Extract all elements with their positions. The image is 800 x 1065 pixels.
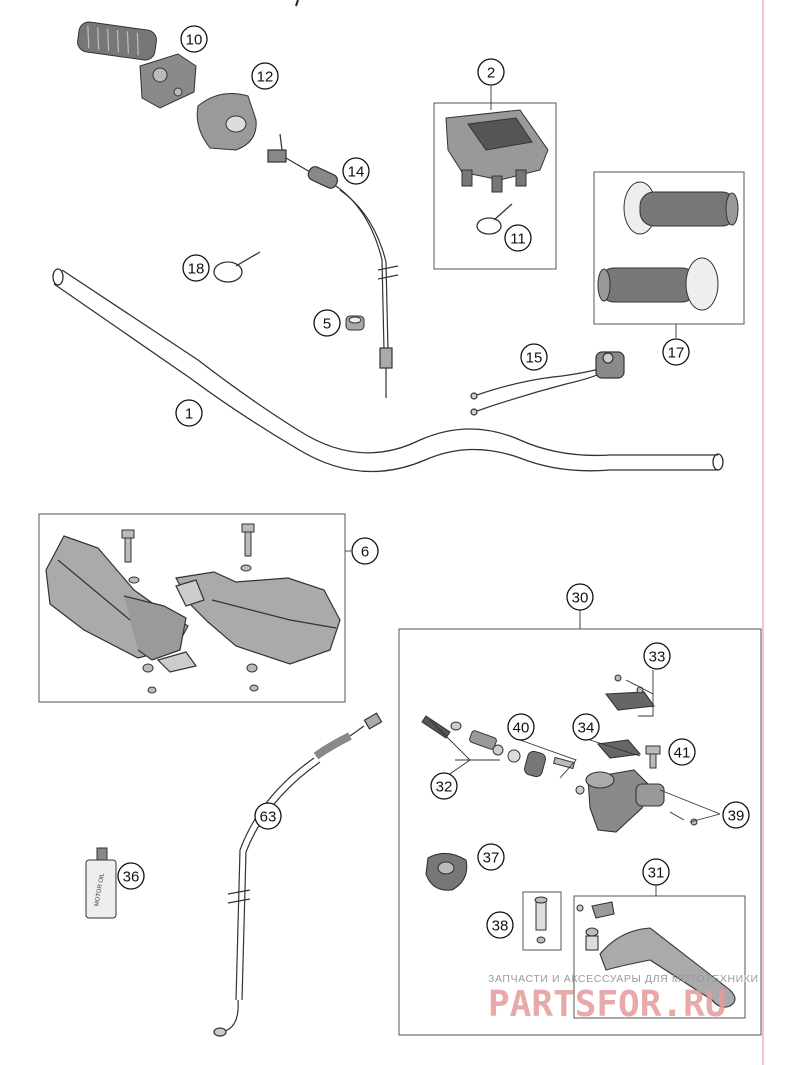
callout-11: 11 <box>504 224 532 252</box>
callout-41: 41 <box>668 738 696 766</box>
throttle-cable <box>267 133 399 398</box>
callout-63: 63 <box>254 802 282 830</box>
callout-39: 39 <box>722 801 750 829</box>
svg-text:12: 12 <box>257 69 274 86</box>
lever-adjuster <box>425 852 468 891</box>
instrument-tie <box>476 203 513 235</box>
callout-5: 5 <box>313 309 341 337</box>
small-screws <box>614 674 698 826</box>
callout-17: 17 <box>662 338 690 366</box>
handguards-box <box>38 513 346 703</box>
svg-text:10: 10 <box>186 32 203 49</box>
handlebar <box>52 268 724 473</box>
throttle-grip <box>77 21 197 109</box>
master-cylinder <box>575 769 665 833</box>
callout-14: 14 <box>342 157 370 185</box>
handguard-right <box>175 571 341 665</box>
svg-text:39: 39 <box>728 808 745 825</box>
watermark-brand: PARTSFOR.RU <box>488 984 726 1025</box>
svg-text:5: 5 <box>323 316 331 333</box>
svg-text:2: 2 <box>487 65 495 82</box>
svg-text:38: 38 <box>492 918 509 935</box>
callout-37: 37 <box>477 843 505 871</box>
spring-piston <box>421 715 576 778</box>
cable-tie <box>213 251 261 283</box>
instrument-cluster <box>445 109 549 193</box>
kill-switch <box>470 351 625 416</box>
leader-lines <box>345 86 721 896</box>
callout-38: 38 <box>486 911 514 939</box>
callout-6: 6 <box>351 537 379 565</box>
cable-adjuster <box>345 315 365 331</box>
svg-text:32: 32 <box>436 779 453 796</box>
grips-box <box>593 171 745 325</box>
callout-18: 18 <box>182 254 210 282</box>
handguard-left <box>45 535 198 673</box>
callout-40: 40 <box>507 713 535 741</box>
callout-33: 33 <box>643 642 671 670</box>
oil-bottle-label: MOTOR OIL <box>94 872 106 907</box>
pin-box <box>522 891 562 951</box>
svg-text:33: 33 <box>649 649 666 666</box>
throttle-cover <box>196 93 257 151</box>
callout-32: 32 <box>430 772 458 800</box>
watermark-tagline: ЗАПЧАСТИ И АКСЕССУАРЫ ДЛЯ МОТОТЕХНИКИ <box>488 973 759 985</box>
callout-34: 34 <box>572 713 600 741</box>
svg-text:63: 63 <box>260 809 277 826</box>
svg-text:40: 40 <box>513 720 530 737</box>
callout-10: 10 <box>180 25 208 53</box>
clutch-hose <box>213 712 383 1037</box>
svg-text:6: 6 <box>361 544 369 561</box>
clutch-lever <box>576 901 736 1008</box>
callout-2: 2 <box>477 58 505 86</box>
grip-set <box>597 181 739 311</box>
callout-15: 15 <box>520 343 548 371</box>
svg-text:37: 37 <box>483 850 500 867</box>
instrument-box <box>433 102 557 270</box>
watermark: ЗАПЧАСТИ И АКСЕССУАРЫ ДЛЯ МОТОТЕХНИКИ PA… <box>488 973 759 1025</box>
svg-text:1: 1 <box>185 406 193 423</box>
callout-1: 1 <box>175 399 203 427</box>
svg-text:15: 15 <box>526 350 543 367</box>
svg-text:34: 34 <box>578 720 595 737</box>
handguard-bolts <box>121 523 259 694</box>
svg-text:36: 36 <box>123 869 140 886</box>
callout-31: 31 <box>642 858 670 886</box>
oil-bottle: MOTOR OIL <box>85 847 117 919</box>
svg-text:11: 11 <box>510 231 526 248</box>
svg-text:30: 30 <box>572 590 589 607</box>
svg-text:31: 31 <box>648 865 665 882</box>
callout-36: 36 <box>117 862 145 890</box>
callout-12: 12 <box>251 62 279 90</box>
pivot-pin <box>534 896 548 944</box>
svg-text:14: 14 <box>348 164 365 181</box>
svg-text:41: 41 <box>674 745 691 762</box>
callout-30: 30 <box>566 583 594 611</box>
svg-text:18: 18 <box>188 261 205 278</box>
lever-box <box>573 895 746 1019</box>
svg-text:17: 17 <box>668 345 685 362</box>
